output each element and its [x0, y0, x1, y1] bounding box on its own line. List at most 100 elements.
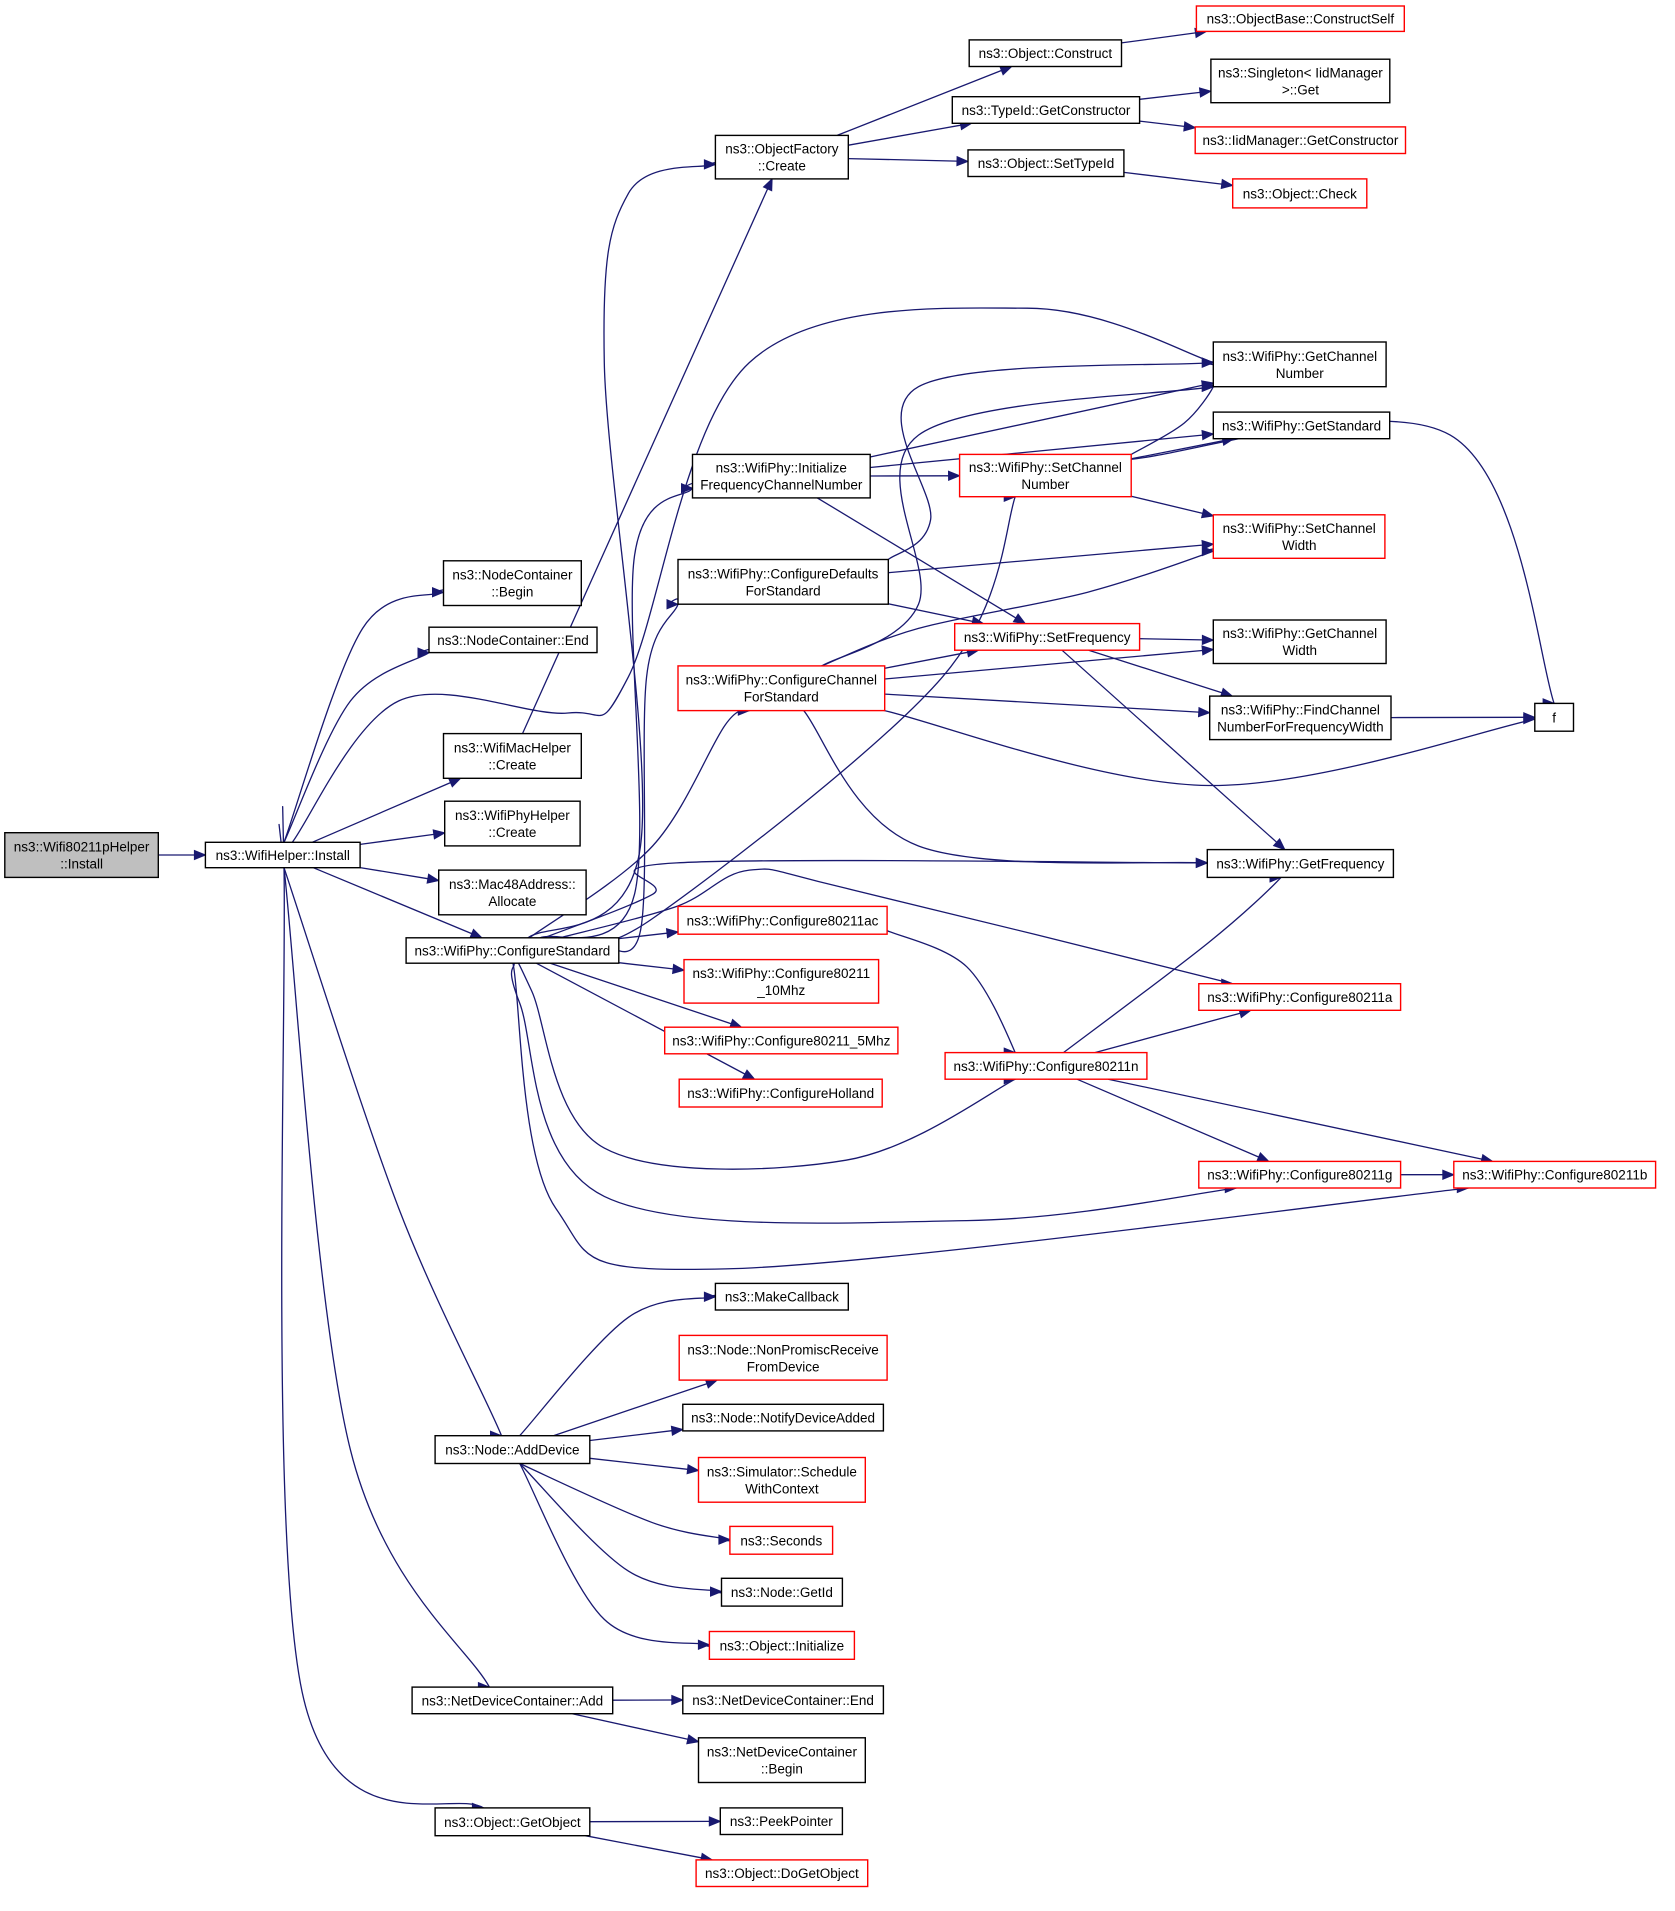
node-cHolland[interactable]: ns3::WifiPhy::ConfigureHolland	[678, 1078, 883, 1108]
edge-line	[1139, 638, 1203, 641]
node-cfgDefaults[interactable]: ns3::WifiPhy::ConfigureDefaultsForStanda…	[677, 558, 890, 605]
edge-line	[278, 648, 433, 854]
node-c11g[interactable]: ns3::WifiPhy::Configure80211g	[1198, 1160, 1402, 1189]
edge-configStd-to-c10	[618, 962, 686, 975]
edge-line	[291, 307, 1225, 843]
edge-arrowhead	[681, 482, 694, 494]
edge-c11g-to-c11b	[1400, 1169, 1456, 1180]
node-wifiHelperInstall[interactable]: ns3::WifiHelper::Install	[204, 841, 361, 869]
node-macCreate[interactable]: ns3::WifiMacHelper::Create	[442, 732, 583, 779]
edge-arrowhead	[666, 599, 680, 610]
node-c11ac[interactable]: ns3::WifiPhy::Configure80211ac	[677, 905, 888, 935]
node-setFreq[interactable]: ns3::WifiPhy::SetFrequency	[954, 622, 1141, 651]
edge-line	[884, 651, 968, 669]
node-singletonGet[interactable]: ns3::Singleton< IidManager>::Get	[1210, 58, 1391, 104]
edge-line	[589, 1457, 688, 1470]
node-box	[438, 869, 587, 916]
node-initFreq[interactable]: ns3::WifiPhy::InitializeFrequencyChannel…	[691, 453, 871, 499]
edge-configStd-to-c11ac	[618, 928, 680, 940]
node-label: ns3::Object::Initialize	[720, 1638, 845, 1653]
edge-configStd-to-getFreq	[543, 857, 1244, 939]
node-c11b[interactable]: ns3::WifiPhy::Configure80211b	[1453, 1160, 1657, 1189]
node-c5[interactable]: ns3::WifiPhy::Configure80211_5Mhz	[664, 1026, 899, 1055]
node-box	[434, 1434, 591, 1465]
node-label: ns3::Object::SetTypeId	[978, 156, 1115, 171]
node-c11a[interactable]: ns3::WifiPhy::Configure80211a	[1198, 983, 1402, 1012]
node-constructSelf[interactable]: ns3::ObjectBase::ConstructSelf	[1195, 5, 1406, 33]
edge-c11n-to-c11b	[1108, 1078, 1494, 1165]
edge-c11n-to-c11a	[1094, 1008, 1253, 1054]
node-label: ns3::Singleton< IidManager	[1218, 66, 1383, 81]
node-box	[1212, 619, 1387, 665]
node-ncEnd[interactable]: ns3::NodeContainer::End	[428, 626, 598, 654]
node-ndcBegin[interactable]: ns3::NetDeviceContainer::Begin	[697, 1737, 867, 1784]
edge-setFreq-to-findChan	[1088, 649, 1234, 698]
node-ncBegin[interactable]: ns3::NodeContainer::Begin	[442, 560, 583, 607]
node-box	[428, 626, 598, 654]
node-box	[1212, 411, 1391, 440]
node-label: ns3::Seconds	[740, 1533, 822, 1548]
node-phyHelperCreate[interactable]: ns3::WifiPhyHelper::Create	[444, 800, 581, 847]
node-notifyAdded[interactable]: ns3::Node::NotifyDeviceAdded	[682, 1403, 885, 1432]
node-box	[1212, 341, 1387, 388]
node-label: ns3::NetDeviceContainer	[707, 1745, 858, 1760]
node-box	[1206, 848, 1395, 879]
node-label: NumberForFrequencyWidth	[1217, 719, 1384, 734]
node-label: ns3::WifiPhy::Configure80211g	[1207, 1168, 1392, 1183]
node-box	[954, 622, 1141, 651]
node-getStandard[interactable]: ns3::WifiPhy::GetStandard	[1212, 411, 1391, 440]
node-label: ForStandard	[744, 690, 819, 705]
node-c11n[interactable]: ns3::WifiPhy::Configure80211n	[944, 1051, 1148, 1080]
node-getCtor[interactable]: ns3::TypeId::GetConstructor	[951, 95, 1141, 124]
node-label: ns3::MakeCallback	[725, 1290, 839, 1305]
node-box	[967, 149, 1125, 178]
edge-line	[359, 866, 428, 880]
node-getObject[interactable]: ns3::Object::GetObject	[434, 1807, 591, 1837]
edge-line	[1131, 440, 1224, 460]
node-objInit[interactable]: ns3::Object::Initialize	[708, 1630, 856, 1660]
node-ndcEnd[interactable]: ns3::NetDeviceContainer::End	[682, 1685, 885, 1715]
edge-arrowhead	[1183, 121, 1197, 132]
node-getFreq[interactable]: ns3::WifiPhy::GetFrequency	[1206, 848, 1395, 879]
edge-line	[1061, 649, 1278, 843]
edge-arrowhead	[1200, 508, 1215, 519]
node-findChan[interactable]: ns3::WifiPhy::FindChannelNumberForFreque…	[1208, 695, 1392, 741]
edge-setFreq-to-getFreq	[1061, 649, 1286, 851]
node-c10[interactable]: ns3::WifiPhy::Configure80211_10Mhz	[683, 958, 880, 1004]
edge-line	[572, 1713, 688, 1740]
node-setTypeId[interactable]: ns3::Object::SetTypeId	[967, 149, 1125, 178]
node-seconds[interactable]: ns3::Seconds	[729, 1525, 834, 1555]
node-iidGetCtor[interactable]: ns3::IidManager::GetConstructor	[1194, 126, 1407, 155]
node-label: ns3::Object::Construct	[979, 46, 1113, 61]
node-configStd[interactable]: ns3::WifiPhy::ConfigureStandard	[405, 937, 620, 964]
node-macAlloc[interactable]: ns3::Mac48Address::Allocate	[438, 869, 587, 916]
edge-line	[880, 927, 1018, 1060]
node-label: ns3::TypeId::GetConstructor	[962, 103, 1131, 118]
node-peekPointer[interactable]: ns3::PeekPointer	[719, 1807, 844, 1836]
edge-arrowhead	[671, 1694, 685, 1706]
node-addDevice[interactable]: ns3::Node::AddDevice	[434, 1434, 591, 1465]
node-objCheck[interactable]: ns3::Object::Check	[1231, 178, 1368, 209]
node-objConstruct[interactable]: ns3::Object::Construct	[968, 39, 1123, 68]
node-box	[677, 558, 890, 605]
node-nodeGetId[interactable]: ns3::Node::GetId	[720, 1577, 844, 1607]
node-f[interactable]: f	[1534, 702, 1575, 732]
node-ofCreate[interactable]: ns3::ObjectFactory::Create	[714, 134, 850, 180]
node-box	[958, 453, 1132, 498]
node-label: ns3::WifiPhy::Configure80211a	[1207, 990, 1393, 1005]
edge-line	[589, 1430, 672, 1442]
node-root[interactable]: ns3::Wifi80211pHelper::Install	[4, 832, 160, 879]
edge-arrowhead	[1201, 381, 1215, 392]
node-ndcAdd[interactable]: ns3::NetDeviceContainer::Add	[411, 1686, 614, 1715]
node-doGetObject[interactable]: ns3::Object::DoGetObject	[695, 1859, 869, 1888]
node-box	[1534, 702, 1575, 732]
node-cfgChannel[interactable]: ns3::WifiPhy::ConfigureChannelForStandar…	[677, 665, 886, 712]
node-makeCallback[interactable]: ns3::MakeCallback	[714, 1282, 850, 1311]
edge-arrowhead	[762, 177, 773, 192]
